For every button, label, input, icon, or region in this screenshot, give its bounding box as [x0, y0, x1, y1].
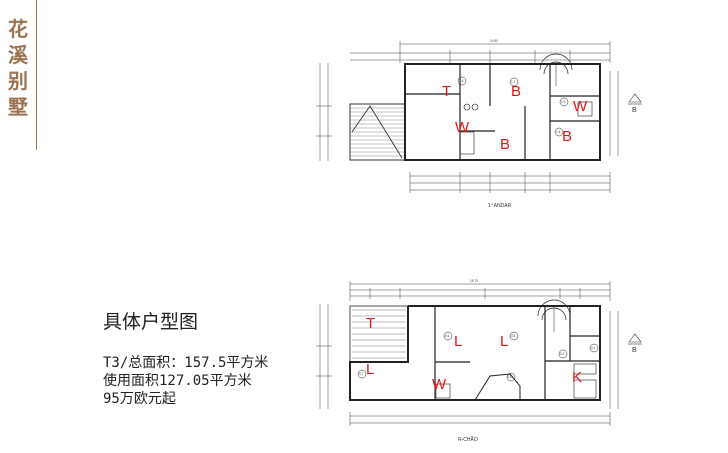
top-dimension: 14.90	[490, 39, 498, 43]
area-tag: 0.2	[560, 352, 565, 356]
room-label: L	[454, 333, 462, 350]
area-tag: 0.1	[591, 346, 596, 350]
section-mark: B	[632, 107, 637, 114]
title-char: 别	[8, 69, 28, 93]
section-mark: B	[632, 347, 637, 354]
area-tag: 1.5	[561, 100, 566, 104]
plan-caption: R-CHÃO	[458, 436, 478, 443]
room-label: K	[572, 369, 582, 386]
room-label: W	[455, 119, 470, 136]
room-label: L	[500, 333, 508, 350]
area-tag: 1.1	[511, 80, 516, 84]
title-char: 墅	[8, 95, 28, 119]
upper-floor-drawing: 14.90	[316, 39, 642, 209]
room-label: W	[573, 98, 588, 115]
room-label: B	[511, 83, 521, 100]
room-label: B	[500, 136, 510, 153]
area-tag: 1.6	[459, 79, 464, 83]
area-tag: 0.5	[511, 334, 516, 338]
room-label: B	[562, 128, 572, 145]
floorplan-info: 具体户型图 T3/总面积：157.5平方米 使用面积127.05平方米 95万欧…	[103, 307, 268, 408]
area-tag: 0.7	[359, 372, 364, 376]
room-label: W	[432, 376, 447, 393]
ground-floor-drawing: 15.75	[316, 279, 642, 443]
room-label: T	[366, 315, 375, 332]
plan-caption: 1º ANDAR	[488, 203, 512, 209]
total-area: T3/总面积：157.5平方米	[103, 355, 269, 371]
info-title: 具体户型图	[103, 311, 199, 333]
title-char: 花	[8, 17, 28, 41]
area-tag: 0.10	[507, 375, 513, 379]
room-label: T	[442, 83, 451, 100]
title-char: 溪	[8, 43, 28, 67]
top-dimension: 15.75	[470, 279, 478, 283]
room-label: L	[366, 361, 374, 378]
vertical-title: 花 溪 别 墅	[0, 0, 37, 150]
area-tag: 0.6	[445, 334, 450, 338]
usable-area: 使用面积127.05平方米	[103, 373, 252, 389]
upper-floor-plan: 14.90	[310, 36, 650, 216]
ground-floor-plan: 15.75	[310, 276, 650, 453]
price: 95万欧元起	[103, 391, 176, 407]
area-tag: 1.4	[556, 130, 561, 134]
